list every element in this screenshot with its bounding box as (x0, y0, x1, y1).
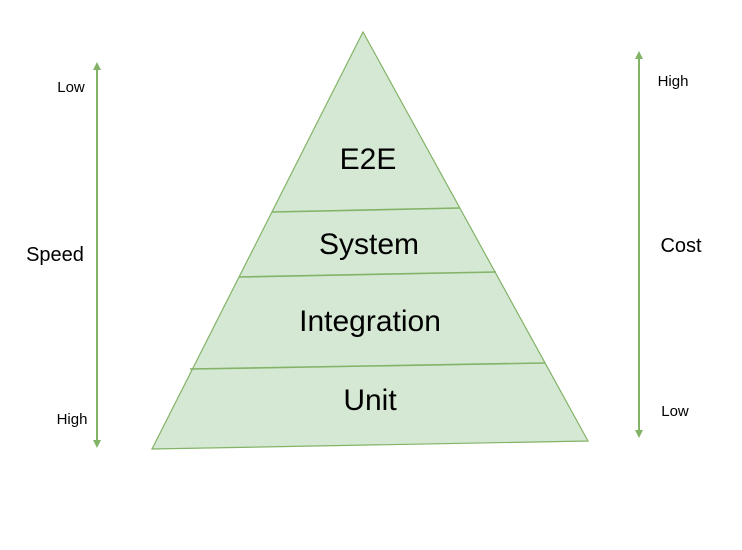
layer-label-system: System (319, 228, 419, 261)
cost-axis-top-label: High (658, 73, 689, 90)
layer-label-integration: Integration (299, 305, 441, 338)
speed-axis-bottom-label: High (57, 411, 88, 428)
speed-axis-title: Speed (26, 244, 84, 266)
pyramid-divider-integration-unit (189, 362, 546, 370)
layer-label-e2e: E2E (340, 143, 397, 176)
pyramid-divider-system-integration (238, 271, 497, 278)
speed-axis-top-label: Low (57, 79, 85, 96)
cost-axis-bottom-label: Low (661, 403, 689, 420)
layer-label-unit: Unit (343, 384, 397, 417)
cost-axis-title: Cost (660, 235, 702, 257)
pyramid-divider-e2e-system (271, 207, 461, 213)
pyramid-shape (151, 30, 590, 450)
